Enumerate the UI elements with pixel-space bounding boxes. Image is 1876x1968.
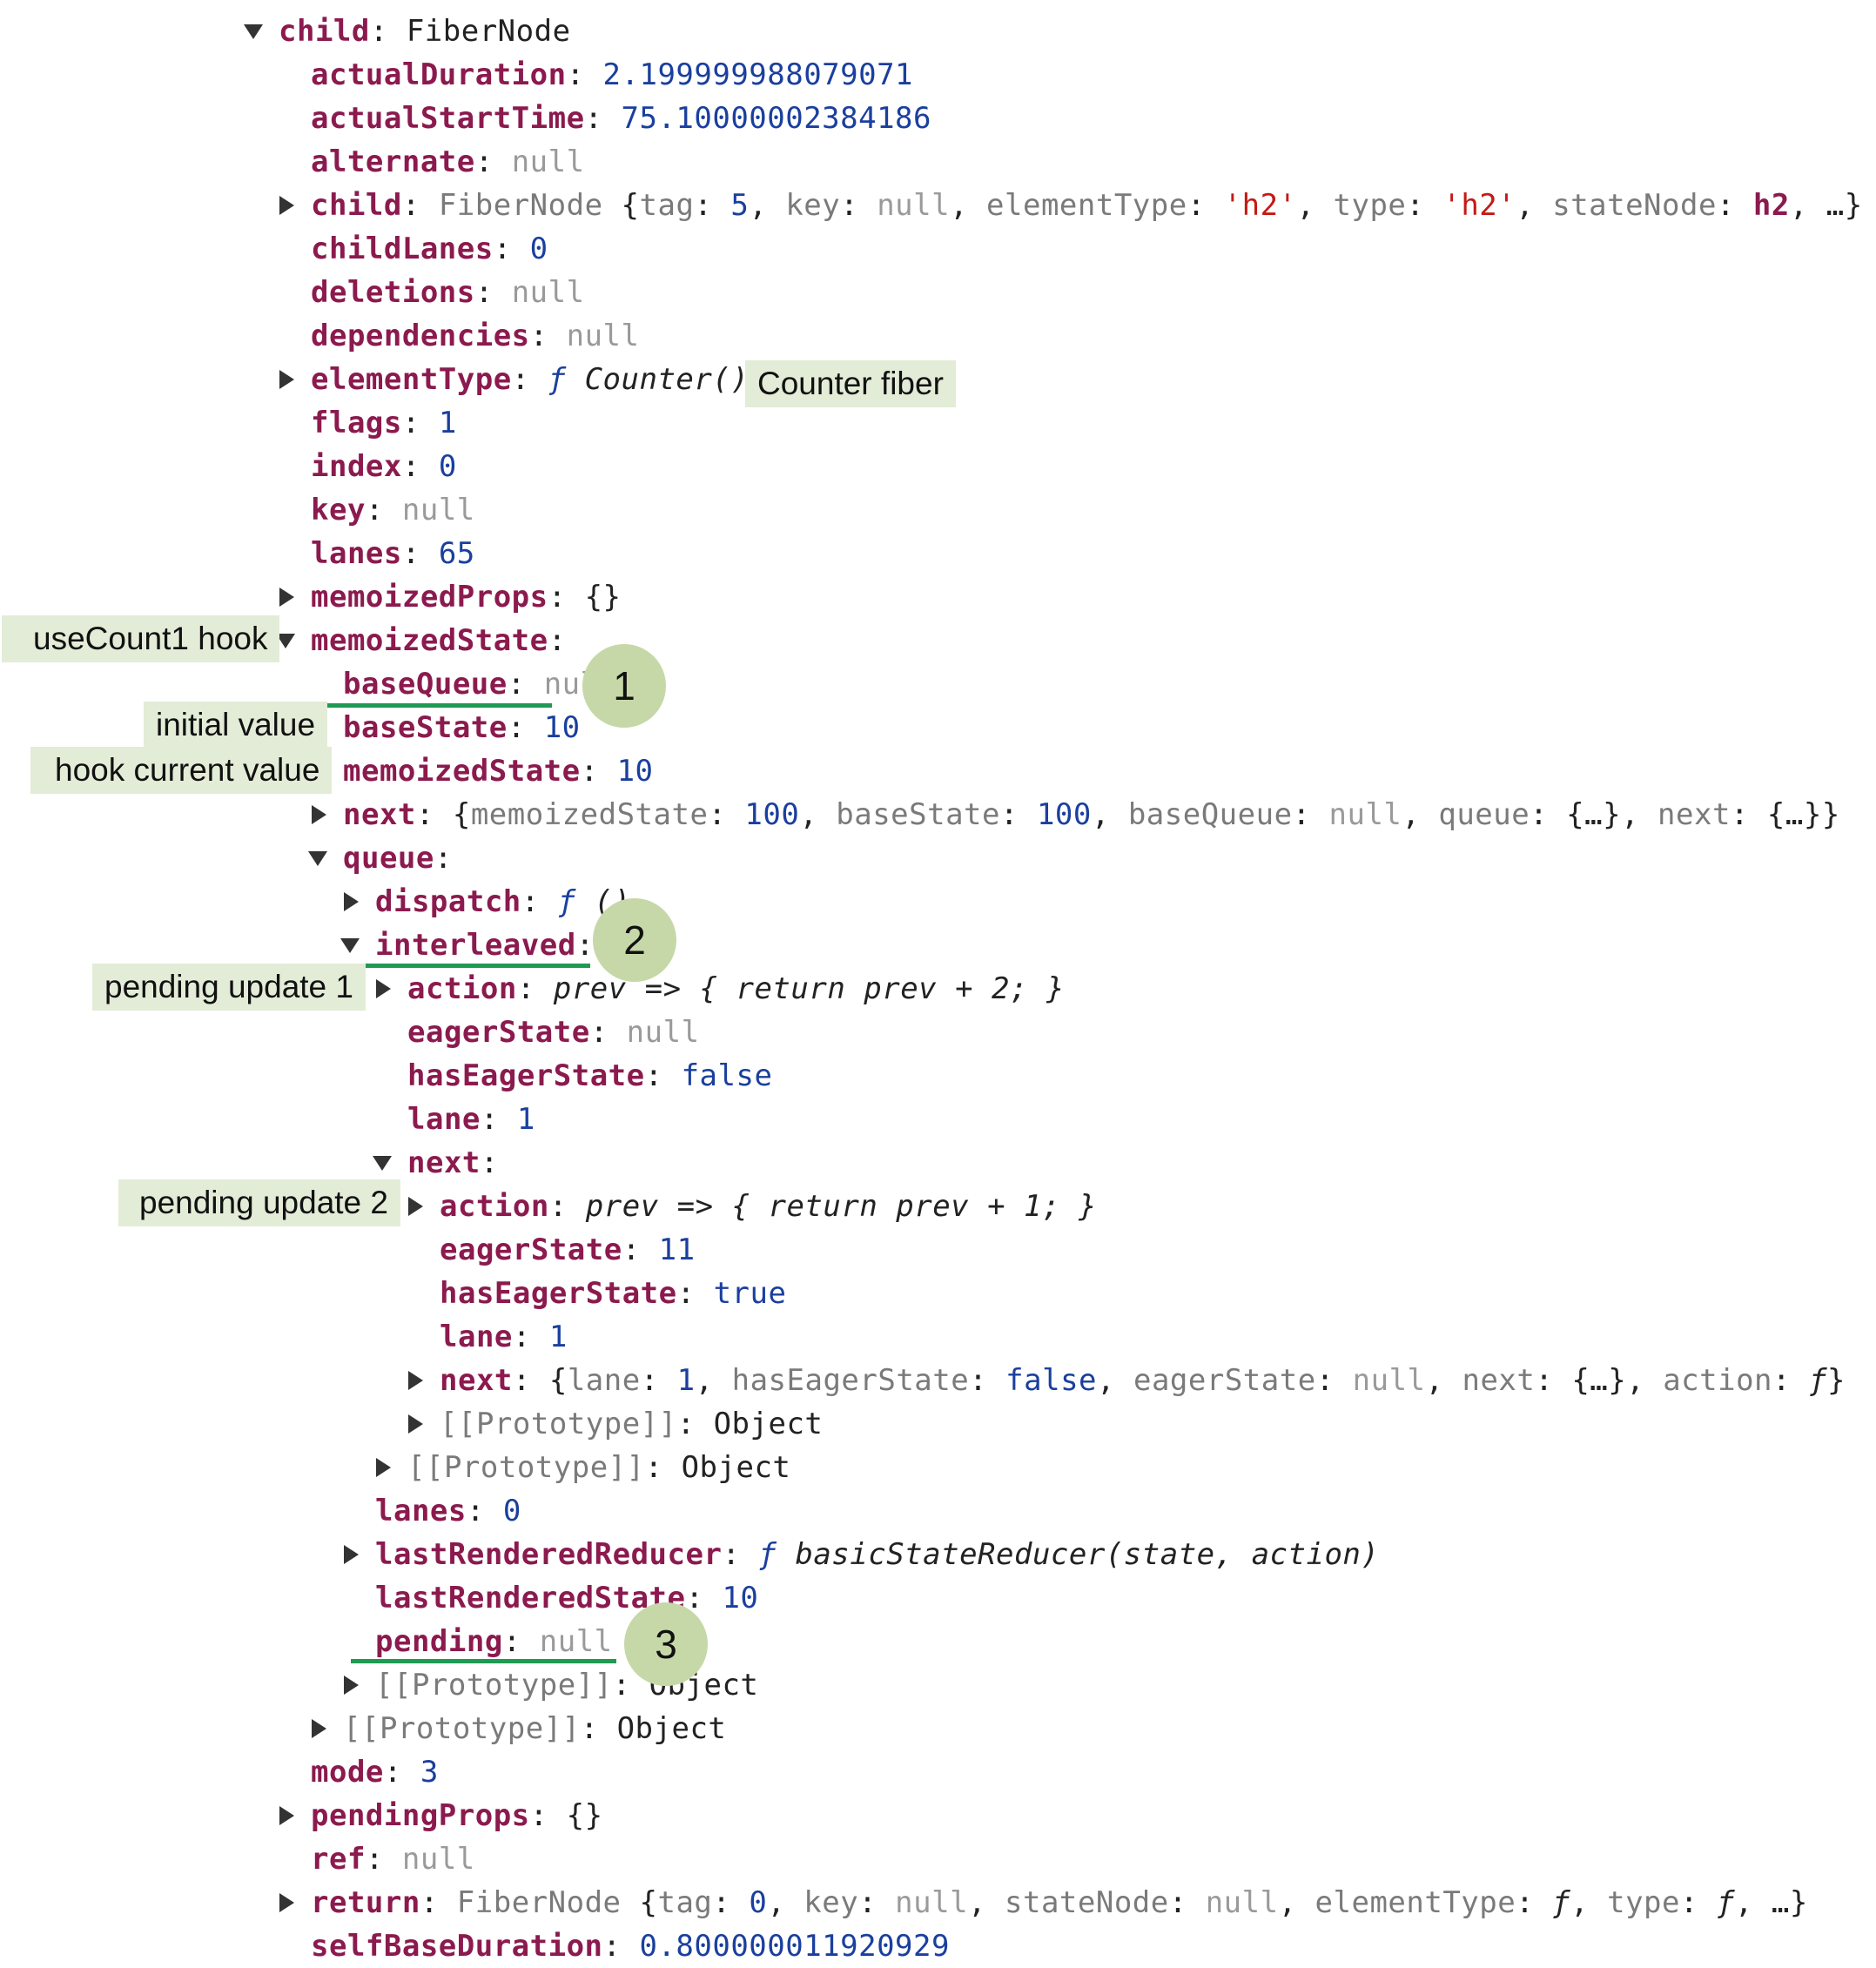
expand-arrow-icon[interactable] xyxy=(308,851,327,866)
tree-row-return[interactable]: return: FiberNode {tag: 0, key: null, st… xyxy=(279,1881,1808,1924)
tree-row-childLanes: childLanes: 0 xyxy=(311,232,548,266)
tree-row-action2[interactable]: action: prev => { return prev + 1; } xyxy=(408,1185,1097,1228)
tree-row-action1[interactable]: action: prev => { return prev + 2; } xyxy=(376,967,1065,1011)
expand-arrow-icon[interactable] xyxy=(340,938,360,953)
collapse-arrow-icon[interactable] xyxy=(279,1893,294,1912)
tree-row-ref: ref: null xyxy=(311,1842,475,1877)
tree-row-lastRenderedReducer[interactable]: lastRenderedReducer: ƒ basicStateReducer… xyxy=(344,1533,1379,1576)
tree-row-key: key: null xyxy=(311,493,475,527)
badge-3: 3 xyxy=(624,1602,708,1686)
tree-row-deletions: deletions: null xyxy=(311,275,585,310)
tree-row-lanes: lanes: 65 xyxy=(311,536,475,571)
tree-row-interleaved[interactable]: interleaved: xyxy=(340,924,595,967)
tree-row-hasEagerState1: hasEagerState: false xyxy=(407,1058,773,1093)
tree-row-queue[interactable]: queue: xyxy=(308,836,453,880)
collapse-arrow-icon[interactable] xyxy=(312,1719,326,1738)
annotation-initial-value: initial value xyxy=(144,702,328,749)
tree-row-pending: pending: null xyxy=(375,1624,613,1659)
underline-baseQueue xyxy=(319,703,552,708)
badge-2: 2 xyxy=(593,898,676,982)
tree-row-hasEagerState2: hasEagerState: true xyxy=(440,1276,787,1311)
tree-row-mode: mode: 3 xyxy=(311,1755,439,1790)
tree-row-elementType[interactable]: elementType: ƒ Counter() xyxy=(279,358,749,401)
prop-key: child xyxy=(279,14,370,49)
tree-row-dependencies: dependencies: null xyxy=(311,319,640,353)
tree-row-actualStartTime: actualStartTime: 75.10000002384186 xyxy=(311,101,931,136)
collapse-arrow-icon[interactable] xyxy=(279,588,294,607)
tree-row-alternate: alternate: null xyxy=(311,144,585,179)
tree-row-flags: flags: 1 xyxy=(311,406,457,440)
tree-row-eagerState1: eagerState: null xyxy=(407,1015,700,1050)
tree-row-selfBaseDuration: selfBaseDuration: 0.800000011920929 xyxy=(311,1929,950,1964)
tree-row-memoizedState-inner: memoizedState: 10 xyxy=(343,754,654,789)
tree-row-lane1: lane: 1 xyxy=(407,1102,535,1137)
tree-row-next2[interactable]: next: {lane: 1, hasEagerState: false, ea… xyxy=(408,1359,1846,1402)
collapse-arrow-icon[interactable] xyxy=(408,1414,423,1434)
underline-pending xyxy=(351,1659,616,1663)
collapse-arrow-icon[interactable] xyxy=(408,1371,423,1390)
annotation-usecount1-hook: useCount1 hook xyxy=(2,615,280,662)
tree-row-prototype-c[interactable]: [[Prototype]]: Object xyxy=(344,1663,758,1707)
tree-row-next-summary[interactable]: next: {memoizedState: 100, baseState: 10… xyxy=(312,793,1840,836)
tree-row-lastRenderedState: lastRenderedState: 10 xyxy=(375,1581,759,1615)
collapse-arrow-icon[interactable] xyxy=(312,805,326,824)
expand-arrow-icon[interactable] xyxy=(244,24,263,39)
tree-row-child-inner[interactable]: child: FiberNode {tag: 5, key: null, ele… xyxy=(279,184,1863,227)
tree-row-child[interactable]: child: FiberNode xyxy=(244,10,571,53)
prop-value: FiberNode xyxy=(406,14,571,49)
collapse-arrow-icon[interactable] xyxy=(279,370,294,389)
collapse-arrow-icon[interactable] xyxy=(344,1676,359,1695)
collapse-arrow-icon[interactable] xyxy=(279,1806,294,1825)
expand-arrow-icon[interactable] xyxy=(276,634,295,648)
tree-row-baseQueue: baseQueue: null xyxy=(343,667,617,702)
tree-row-pendingProps[interactable]: pendingProps: {} xyxy=(279,1794,603,1837)
annotation-hook-current-value: hook current value xyxy=(30,747,333,794)
annotation-counter-fiber: Counter fiber xyxy=(745,360,956,407)
tree-row-lane2: lane: 1 xyxy=(440,1320,568,1354)
tree-row-memoizedState[interactable]: memoizedState: xyxy=(276,619,567,662)
underline-interleaved xyxy=(325,964,590,968)
collapse-arrow-icon[interactable] xyxy=(344,1545,359,1564)
collapse-arrow-icon[interactable] xyxy=(408,1197,423,1216)
tree-row-index: index: 0 xyxy=(311,449,457,484)
badge-1: 1 xyxy=(582,644,666,728)
tree-row-next1[interactable]: next: xyxy=(373,1141,499,1185)
collapse-arrow-icon[interactable] xyxy=(376,1458,391,1477)
tree-row-eagerState2: eagerState: 11 xyxy=(440,1233,696,1267)
tree-row-prototype-a[interactable]: [[Prototype]]: Object xyxy=(408,1402,823,1446)
collapse-arrow-icon[interactable] xyxy=(279,196,294,215)
expand-arrow-icon[interactable] xyxy=(373,1156,392,1171)
annotation-pending-update-1: pending update 1 xyxy=(92,964,366,1011)
tree-row-prototype-d[interactable]: [[Prototype]]: Object xyxy=(312,1707,726,1750)
tree-row-dispatch[interactable]: dispatch: ƒ () xyxy=(344,880,631,924)
collapse-arrow-icon[interactable] xyxy=(344,892,359,911)
tree-row-memoizedProps[interactable]: memoizedProps: {} xyxy=(279,575,622,619)
tree-row-queue-lanes: lanes: 0 xyxy=(375,1494,521,1528)
tree-row-baseState: baseState: 10 xyxy=(343,710,581,745)
annotation-pending-update-2: pending update 2 xyxy=(118,1179,400,1226)
collapse-arrow-icon[interactable] xyxy=(376,979,391,998)
tree-row-actualDuration: actualDuration: 2.199999988079071 xyxy=(311,57,914,92)
tree-row-prototype-b[interactable]: [[Prototype]]: Object xyxy=(376,1446,790,1489)
